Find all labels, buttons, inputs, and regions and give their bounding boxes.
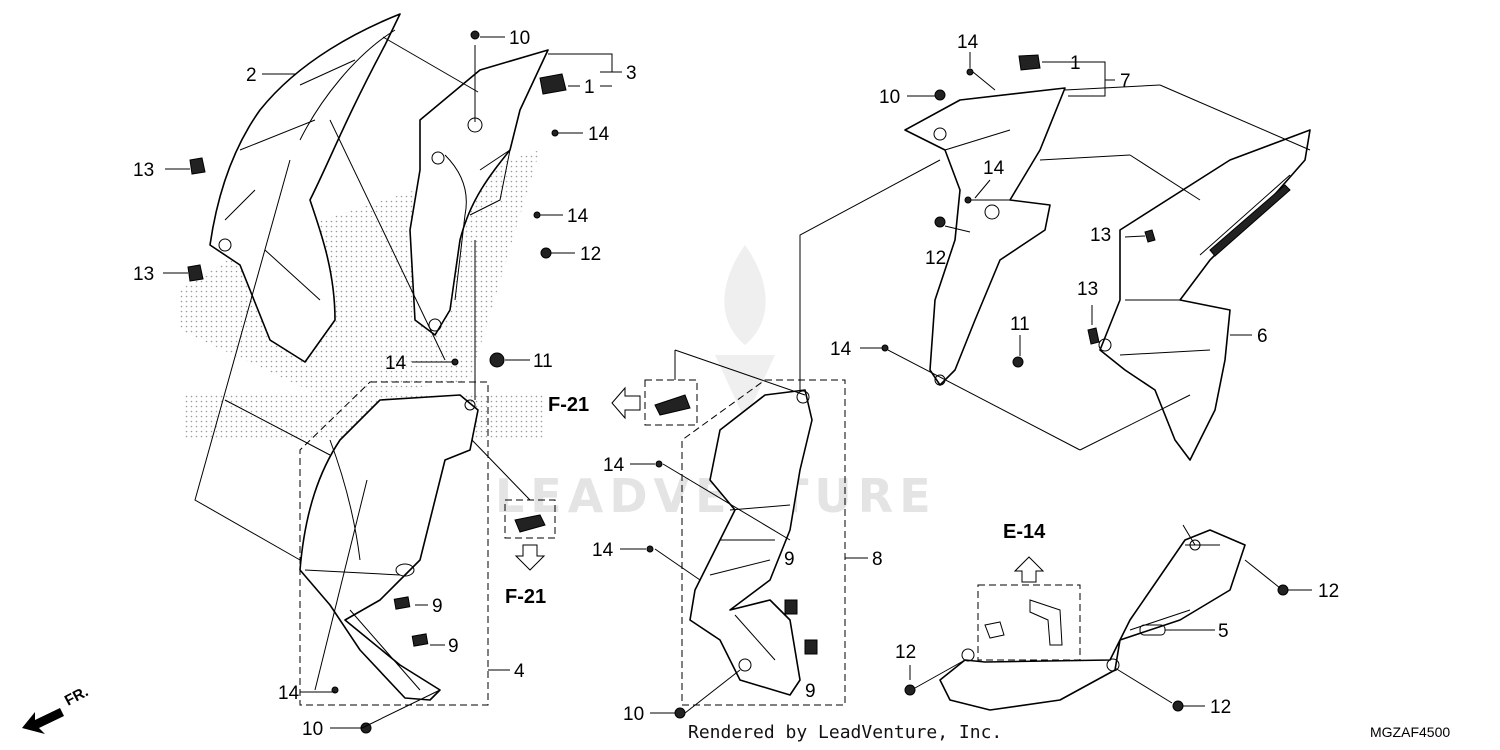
callout-7: 7 xyxy=(1120,71,1131,92)
callout-4: 4 xyxy=(514,661,525,682)
callout-1: 1 xyxy=(584,77,595,98)
callout-numbers: 2 10 1 3 14 14 12 13 13 14 11 9 9 4 14 1… xyxy=(133,28,1339,740)
callout-9: 9 xyxy=(448,636,459,657)
callout-2: 2 xyxy=(246,65,257,86)
callout-10: 10 xyxy=(302,719,323,740)
ref-f21-left: F-21 xyxy=(548,386,641,420)
callout-10: 10 xyxy=(879,87,900,108)
callout-13: 13 xyxy=(1090,225,1111,246)
part-7-inner-panel-right xyxy=(904,54,1066,386)
callout-10: 10 xyxy=(509,28,530,49)
callout-11: 11 xyxy=(1010,314,1030,335)
callout-12: 12 xyxy=(925,248,946,269)
f21-left-label: F-21 xyxy=(548,394,589,416)
callout-13: 13 xyxy=(133,264,154,285)
callout-13: 13 xyxy=(1077,279,1098,300)
ref-f21-bottom: F-21 xyxy=(505,544,546,608)
callout-12: 12 xyxy=(1210,697,1231,718)
credit-text: Rendered by LeadVenture, Inc. xyxy=(688,722,1002,743)
callout-3: 3 xyxy=(626,63,637,84)
callout-10: 10 xyxy=(623,704,644,725)
callout-14: 14 xyxy=(983,158,1005,179)
e14-label: E-14 xyxy=(1003,521,1046,543)
callout-14: 14 xyxy=(830,339,852,360)
part-4-lower-cowl-left xyxy=(299,394,479,701)
callout-1: 1 xyxy=(1070,53,1081,74)
group-box-4 xyxy=(299,381,489,706)
fr-label: FR. xyxy=(62,683,91,709)
callout-12: 12 xyxy=(895,642,916,663)
callout-12: 12 xyxy=(580,244,601,265)
callout-11: 11 xyxy=(533,351,553,372)
callout-14: 14 xyxy=(385,353,407,374)
callout-14: 14 xyxy=(592,540,614,561)
callout-14: 14 xyxy=(588,124,610,145)
group-box-8 xyxy=(681,379,846,706)
ref-e14: E-14 xyxy=(1003,521,1046,583)
callout-14: 14 xyxy=(278,683,300,704)
callout-6: 6 xyxy=(1257,326,1268,347)
callout-8: 8 xyxy=(872,549,883,570)
callout-9: 9 xyxy=(784,549,795,570)
callout-9: 9 xyxy=(432,596,443,617)
callout-14: 14 xyxy=(603,455,625,476)
front-direction-marker: FR. xyxy=(22,683,91,734)
diagram-code: MGZAF4500 xyxy=(1370,724,1450,740)
callout-9: 9 xyxy=(805,681,816,702)
clip-detail-bottom xyxy=(977,584,1081,661)
clip-detail-center xyxy=(644,379,698,426)
f21-bottom-label: F-21 xyxy=(505,586,546,608)
callout-13: 13 xyxy=(133,160,154,181)
part-8-lower-panel-center xyxy=(689,389,818,696)
callout-5: 5 xyxy=(1218,621,1229,642)
part-6-upper-cowl-right xyxy=(1098,129,1311,461)
part-5-under-cowl xyxy=(939,529,1246,711)
leader-lines xyxy=(163,36,1312,729)
callout-12: 12 xyxy=(1318,581,1339,602)
callout-14: 14 xyxy=(957,32,979,53)
part-1-grille-left xyxy=(539,73,567,95)
callout-14: 14 xyxy=(567,206,589,227)
